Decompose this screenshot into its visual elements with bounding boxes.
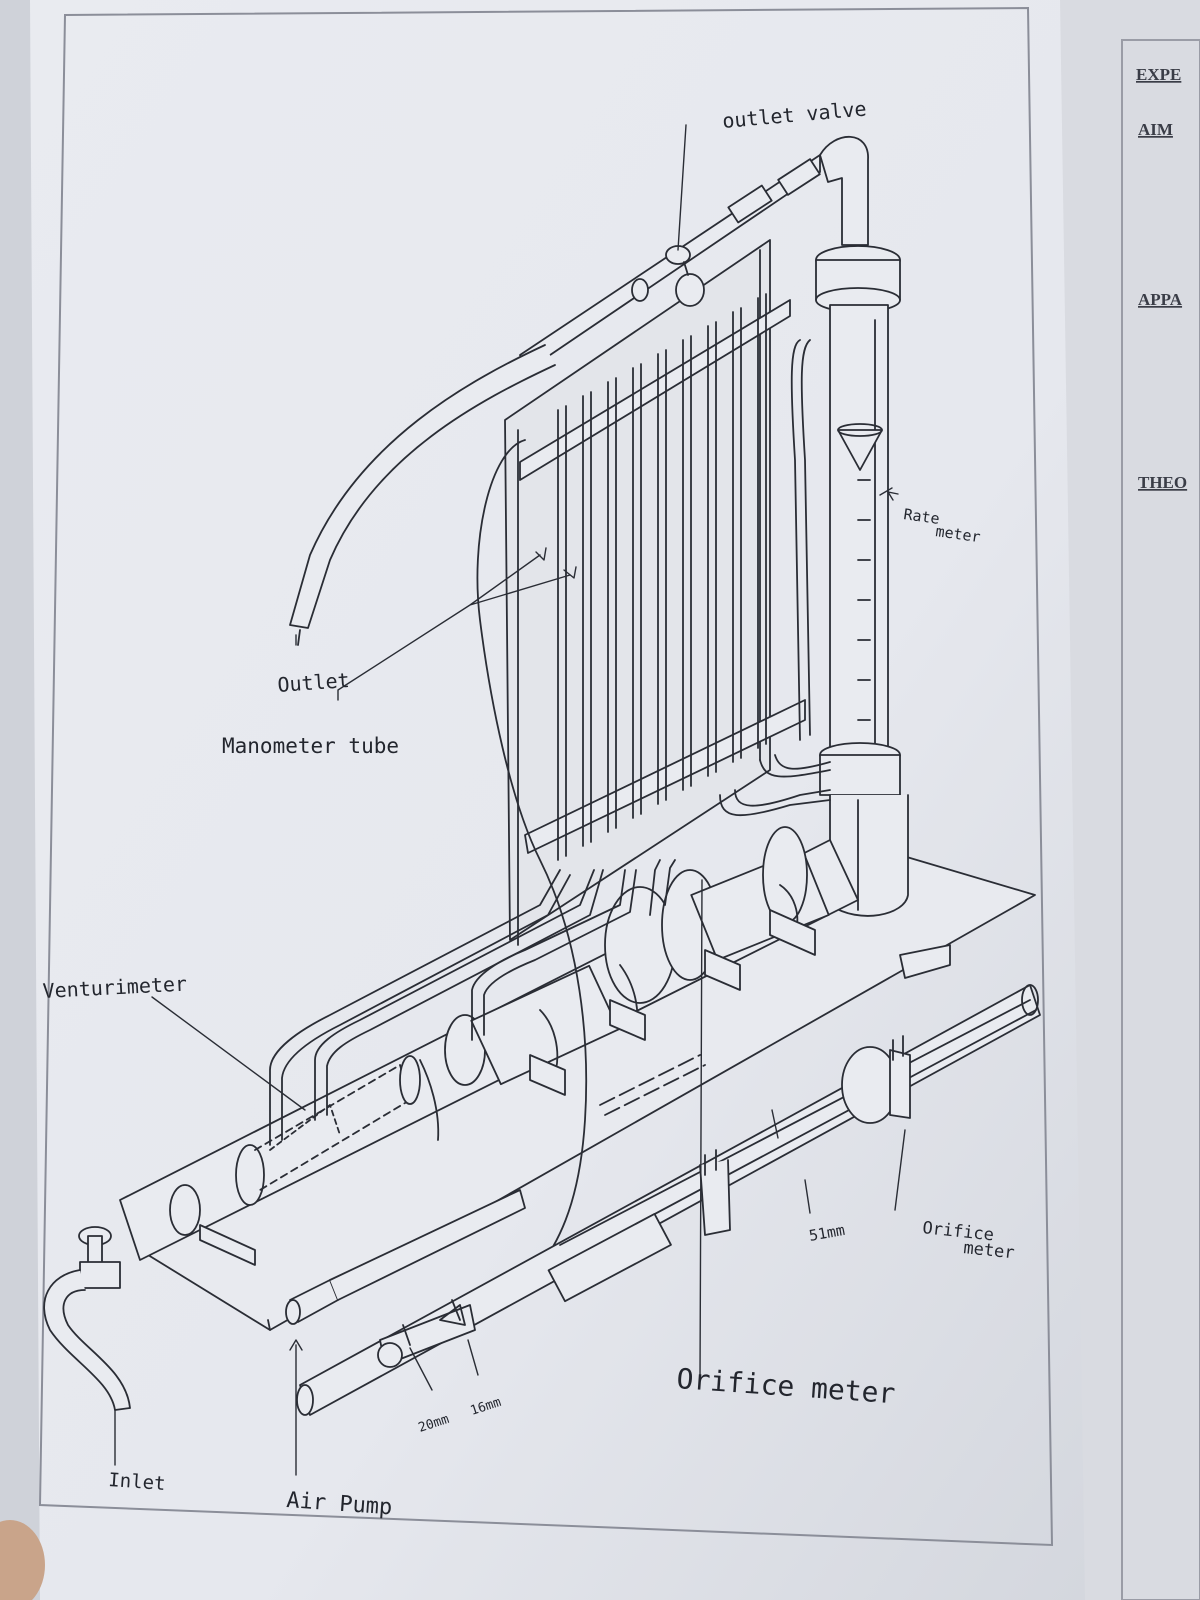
thumb <box>0 1520 45 1600</box>
long-tube <box>476 439 588 1291</box>
right-heading-expe: EXPE <box>1136 65 1181 84</box>
pipe-supports <box>199 909 951 1266</box>
right-page-headings: EXPE AIM APPA THEO <box>1136 65 1187 492</box>
page-border <box>38 6 1054 1547</box>
right-heading-theo: THEO <box>1138 473 1187 492</box>
orifice-detail <box>285 984 1041 1416</box>
label-manometer-tube: Manometer tube <box>222 734 399 758</box>
outlet-pipe <box>519 154 821 373</box>
label-dim-51mm: 51mm <box>808 1221 847 1245</box>
outlet-valve <box>631 245 705 307</box>
rate-meter <box>815 135 909 917</box>
manometer-tubes <box>557 293 767 861</box>
manometer-hoses <box>269 339 831 1146</box>
right-heading-appa: APPA <box>1138 290 1183 309</box>
right-page <box>1060 0 1200 1600</box>
right-heading-aim: AIM <box>1138 120 1173 139</box>
inlet-valve <box>78 1226 121 1289</box>
label-inlet: Inlet <box>108 1469 167 1495</box>
test-pipeline <box>119 826 859 1261</box>
manometer-panel <box>504 239 806 946</box>
leader-lines <box>114 124 906 1476</box>
label-rate-meter-1: Rate <box>902 505 940 528</box>
label-outlet: Outlet <box>277 668 351 697</box>
dashed-link <box>599 1054 706 1116</box>
outlet-hose <box>289 344 556 629</box>
